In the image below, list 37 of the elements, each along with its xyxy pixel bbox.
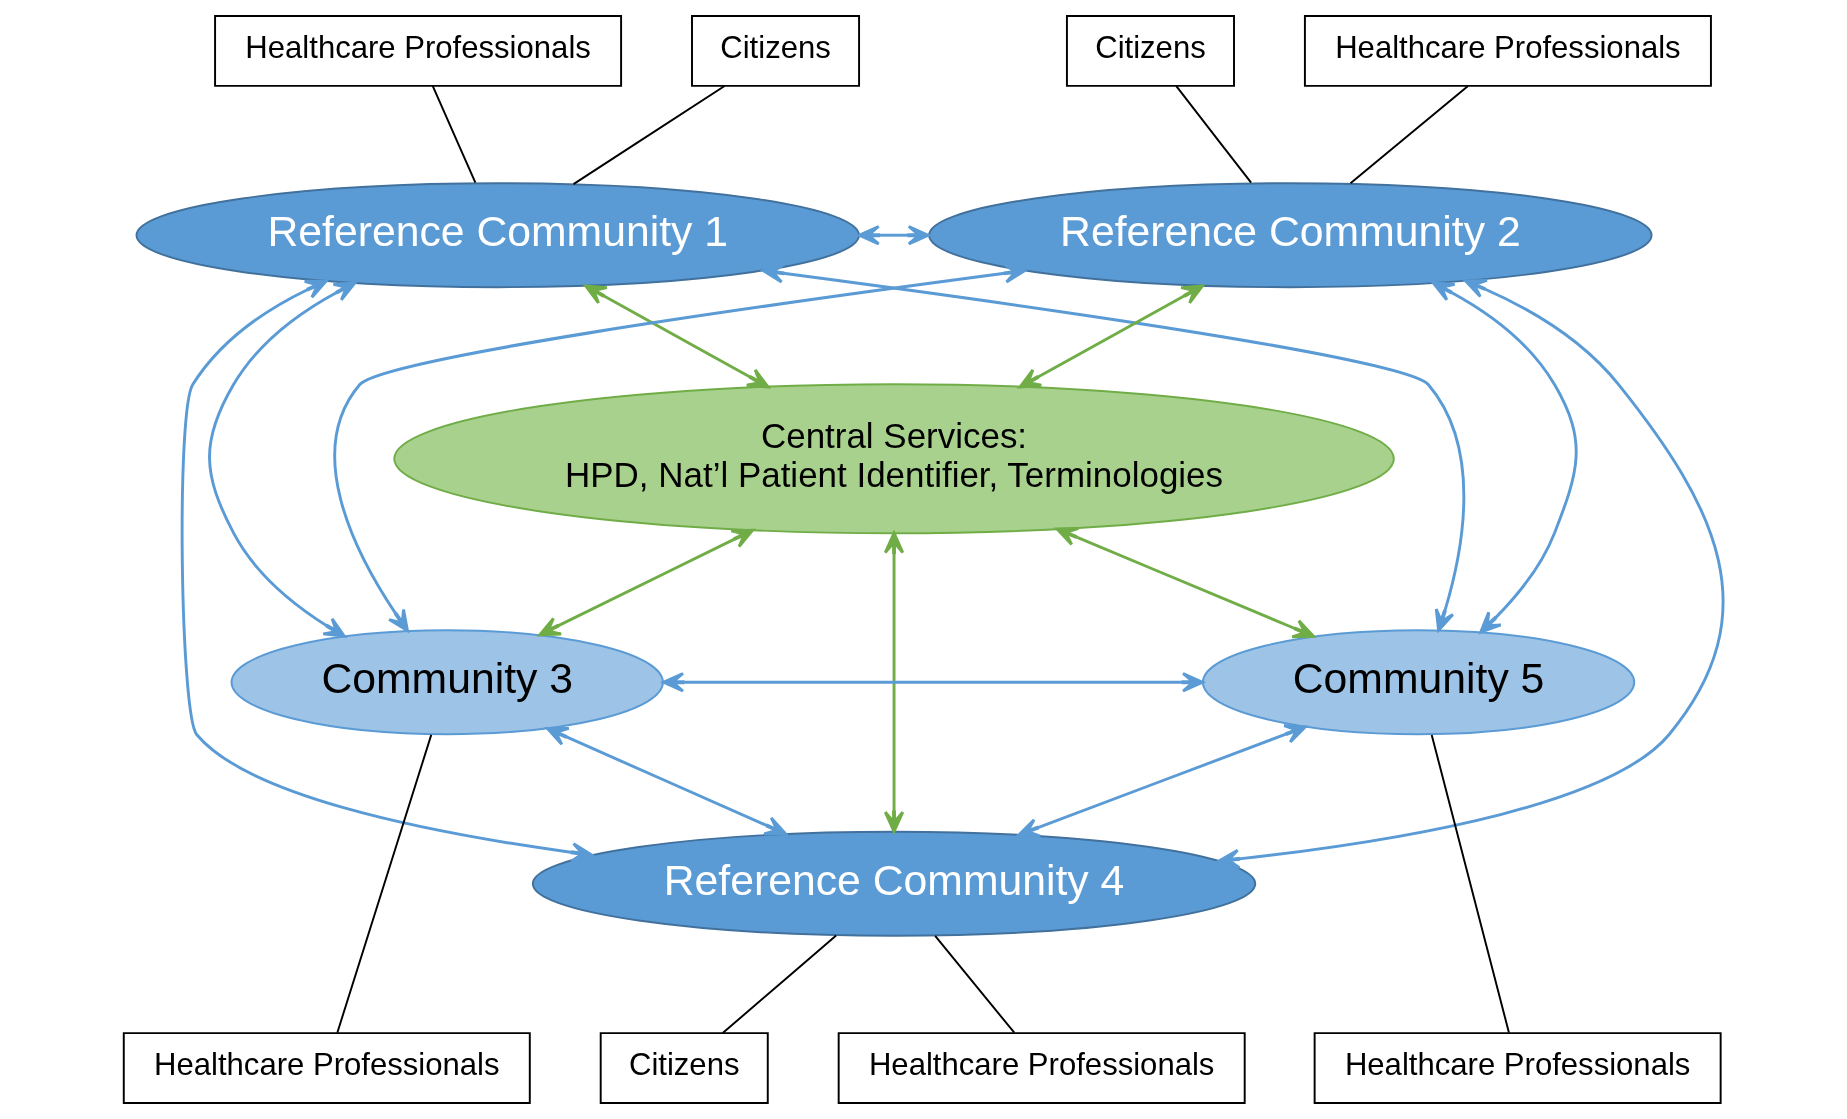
node-ellipse: Community 5 bbox=[1201, 629, 1636, 736]
arrow bbox=[1055, 526, 1315, 639]
arrow bbox=[333, 263, 1027, 632]
node-box: Healthcare Professionals bbox=[1303, 14, 1712, 87]
arrow bbox=[1431, 281, 1578, 634]
arrow bbox=[208, 281, 357, 638]
node-ellipse: Reference Community 4 bbox=[531, 830, 1257, 937]
node-box: Citizens bbox=[691, 14, 861, 87]
arrow bbox=[1018, 284, 1204, 389]
connector bbox=[721, 934, 838, 1034]
connector bbox=[431, 85, 477, 184]
connector bbox=[1349, 85, 1469, 185]
node-box: Healthcare Professionals bbox=[1313, 1032, 1722, 1104]
connector bbox=[934, 935, 1016, 1034]
arrow bbox=[180, 279, 594, 863]
arrow bbox=[857, 225, 930, 246]
node-ellipse: Community 3 bbox=[230, 629, 664, 736]
node-ellipse: Central Services: HPD, Nat’l Patient Identifier, Terminologies bbox=[393, 383, 1395, 535]
connector bbox=[336, 733, 433, 1034]
node-box: Healthcare Professionals bbox=[214, 14, 623, 87]
node-box: Healthcare Professionals bbox=[122, 1032, 531, 1104]
arrow bbox=[1217, 278, 1725, 870]
node-ellipse: Reference Community 2 bbox=[928, 182, 1653, 289]
arrow bbox=[538, 528, 755, 637]
arrow bbox=[546, 726, 787, 836]
arrow bbox=[762, 263, 1466, 632]
connector bbox=[1430, 733, 1510, 1034]
node-box: Citizens bbox=[1065, 14, 1235, 87]
arrow bbox=[1017, 724, 1307, 838]
node-ellipse: Reference Community 1 bbox=[135, 182, 860, 289]
connector bbox=[1175, 85, 1253, 184]
node-box: Healthcare Professionals bbox=[837, 1032, 1246, 1104]
arrow bbox=[883, 531, 905, 833]
node-box: Citizens bbox=[599, 1032, 769, 1104]
connector bbox=[572, 85, 726, 186]
arrow bbox=[662, 672, 1204, 693]
arrow bbox=[584, 284, 770, 389]
